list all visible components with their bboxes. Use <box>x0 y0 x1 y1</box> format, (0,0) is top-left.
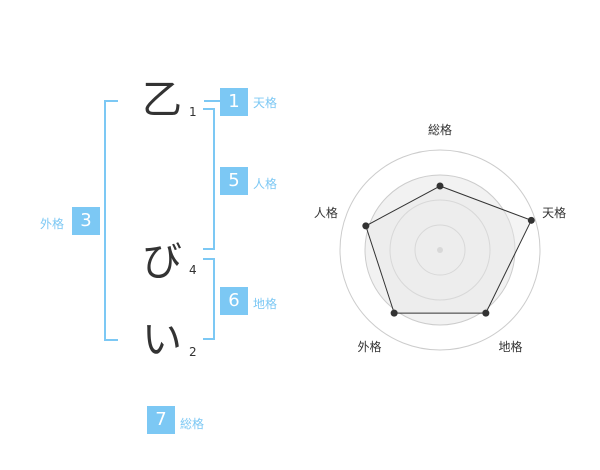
radar-axis-label-5: 人格 <box>314 205 338 220</box>
radar-center-dot <box>437 247 443 253</box>
chikaku-label: 地格 <box>253 297 278 311</box>
jinkaku-badge: 5 <box>220 167 248 195</box>
name-char-1: 乙 <box>142 77 182 123</box>
tenkaku-connector <box>204 100 220 102</box>
stroke-count-1: 1 <box>189 105 197 119</box>
radar-axis-label-2: 天格 <box>542 205 566 220</box>
radar-point-4 <box>390 309 398 317</box>
radar-point-1 <box>436 182 444 190</box>
radar-point-2 <box>527 216 535 224</box>
name-char-2: び <box>142 239 182 285</box>
radar-series-polygon <box>365 185 532 314</box>
chikaku-badge: 6 <box>220 287 248 315</box>
outer-bracket <box>104 100 118 341</box>
jinkaku-label: 人格 <box>253 177 278 191</box>
gaikaku-label: 外格 <box>40 217 65 231</box>
sokaku-label: 総格 <box>180 417 205 431</box>
name-char-3: い <box>142 317 182 363</box>
chikaku-bracket <box>203 258 215 340</box>
radar-point-3 <box>482 309 490 317</box>
tenkaku-label: 天格 <box>253 96 278 110</box>
gaikaku-badge: 3 <box>72 207 100 235</box>
radar-axis-label-4: 外格 <box>357 339 381 354</box>
sokaku-badge: 7 <box>147 406 175 434</box>
radar-point-5 <box>362 222 370 230</box>
radar-axis-label-3: 地格 <box>498 339 522 354</box>
tenkaku-badge: 1 <box>220 88 248 116</box>
jinkaku-bracket <box>203 108 215 250</box>
radar-axis-label-1: 総格 <box>428 122 452 137</box>
stroke-count-3: 2 <box>189 345 197 359</box>
stroke-count-2: 4 <box>189 263 197 277</box>
